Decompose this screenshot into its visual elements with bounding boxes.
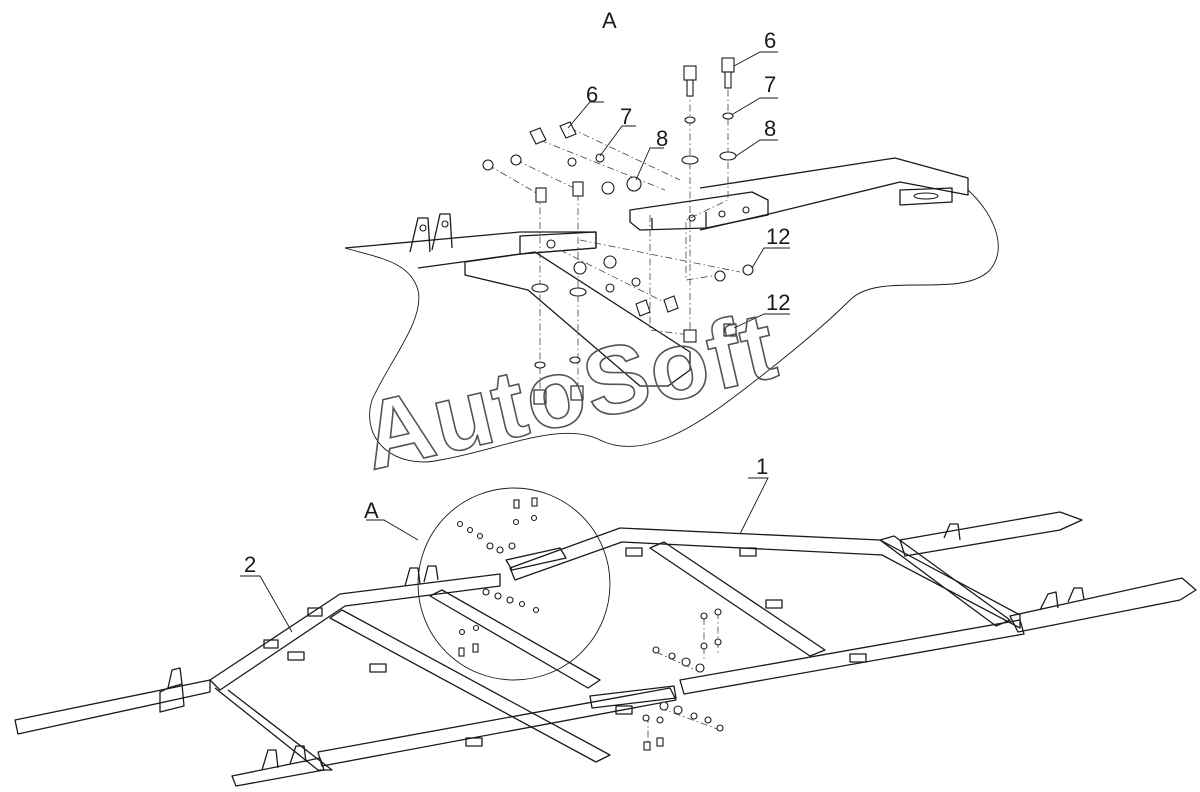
- bracket-hole: [742, 206, 750, 214]
- callout-12-lower: 12: [766, 290, 790, 315]
- frame-2-crossbar-2: [429, 589, 601, 689]
- detail-fasteners: [482, 57, 754, 405]
- frame-1-outline: [509, 527, 1021, 629]
- bolt-angled: [529, 127, 547, 145]
- spring-washer: [722, 112, 734, 120]
- flat-washer: [626, 176, 642, 192]
- flat-washer: [681, 155, 699, 165]
- bolt-head: [721, 57, 735, 73]
- detail-title: A: [602, 8, 617, 33]
- callout-7-right: 7: [764, 72, 776, 97]
- detail-leader-lines: [567, 51, 790, 329]
- detail-diagonal-tube: [464, 251, 691, 387]
- hex-nut: [546, 239, 556, 249]
- frame-1-crossbar-2: [879, 535, 1011, 627]
- bracket-hole: [718, 210, 726, 218]
- callout-7-left: 7: [620, 104, 632, 129]
- bolt-angled: [635, 299, 651, 317]
- right-upper-extension: [899, 511, 1083, 557]
- spring-washer: [567, 157, 577, 167]
- ear-hole: [419, 224, 427, 232]
- callout-8-right: 8: [764, 116, 776, 141]
- spring-washer: [631, 277, 641, 287]
- left-long-rail: [14, 679, 211, 735]
- callout-6-right: 6: [764, 28, 776, 53]
- detail-circle-a: [417, 487, 611, 681]
- right-lower-extension: [1009, 577, 1197, 633]
- mounting-pads: [263, 547, 867, 747]
- spring-washer: [605, 283, 615, 293]
- detail-channel-bracket: [629, 191, 769, 231]
- hex-nut: [714, 270, 726, 282]
- callout-12-upper: 12: [766, 224, 790, 249]
- spring-washer: [569, 356, 581, 364]
- hex-nut: [742, 264, 754, 276]
- bolt-angled: [559, 121, 577, 139]
- nut-12: [723, 323, 737, 337]
- flat-washer: [531, 283, 549, 293]
- main-leader-lines: [240, 477, 769, 633]
- detail-bracket-ears: [409, 213, 453, 253]
- right-upper-bracket: [943, 523, 961, 541]
- ear-hole: [441, 220, 449, 228]
- bolt-head: [683, 65, 697, 81]
- main-fasteners: [456, 497, 724, 751]
- flat-washer: [603, 255, 617, 269]
- frame-2-crossbar-1: [329, 609, 611, 763]
- detail-left-plate: [519, 231, 597, 255]
- flat-washer: [601, 181, 615, 195]
- watermark: AutoSoft: [353, 291, 787, 490]
- frame-1-lower-rail: [679, 619, 1025, 695]
- right-bracket-ears: [1039, 587, 1085, 611]
- main-frame-assembly: 1 2 A: [14, 454, 1197, 787]
- bushing: [572, 181, 584, 197]
- callout-2: 2: [244, 552, 256, 577]
- left-tail-bracket: [261, 745, 307, 771]
- flat-washer: [719, 151, 737, 161]
- spring-washer: [534, 361, 546, 369]
- bolt-shank: [686, 79, 694, 97]
- hex-nut: [510, 154, 522, 166]
- bushing: [535, 187, 547, 203]
- left-rail-bracket: [159, 667, 185, 713]
- callout-8-left: 8: [656, 126, 668, 151]
- flat-washer: [573, 261, 587, 275]
- callout-6-left: 6: [586, 82, 598, 107]
- frame-2-outline: [209, 573, 501, 691]
- detail-rail-plate: [899, 187, 953, 206]
- front-bracket-ears: [404, 565, 439, 587]
- detail-view-a: A 6 7 8 6 7 8 12 12: [344, 8, 999, 463]
- frame-1-crossbar-1: [649, 541, 826, 657]
- callout-a: A: [364, 498, 379, 523]
- spring-washer: [684, 116, 696, 124]
- bolt-head: [533, 389, 547, 405]
- flat-washer: [569, 287, 587, 297]
- lower-rail-plate: [589, 685, 677, 709]
- callout-1: 1: [756, 454, 768, 479]
- bolt-head: [570, 385, 584, 401]
- hex-nut: [482, 159, 494, 171]
- bolt-angled: [663, 295, 679, 313]
- plate-slot: [913, 192, 939, 200]
- bolt-shank: [724, 71, 732, 89]
- nut-12: [683, 329, 697, 343]
- detail-breakout-outline: [344, 189, 999, 463]
- detail-left-rail: [344, 231, 597, 269]
- lower-long-rail: [317, 687, 677, 767]
- frame-2-side: [214, 687, 333, 771]
- spring-washer: [595, 153, 605, 163]
